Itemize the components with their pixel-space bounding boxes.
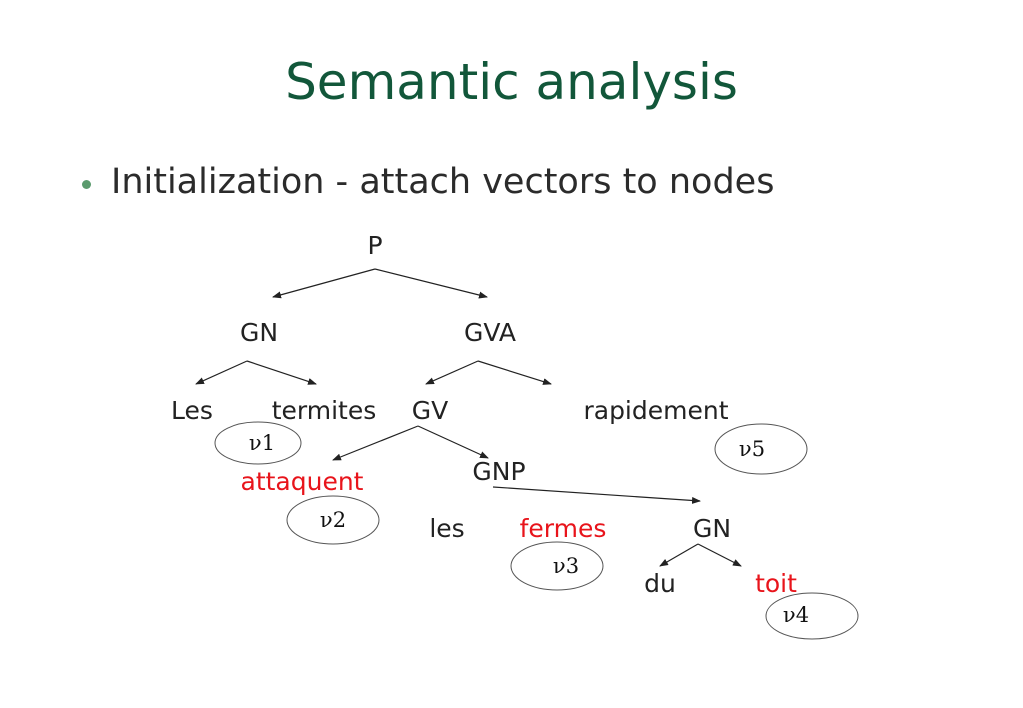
edge-gn-toit [697, 543, 742, 567]
vector-v2-ellipse [286, 495, 380, 545]
node-gn-subject: GN [240, 318, 278, 347]
edge-gv-gnp [417, 425, 489, 459]
vector-v2-label: ν2 [320, 508, 346, 532]
node-gva: GVA [464, 318, 516, 347]
edge-p-gva [374, 268, 488, 299]
node-termites: termites [272, 396, 377, 425]
vector-v1: ν1 [214, 421, 302, 465]
vector-v5: ν5 [714, 423, 808, 475]
edge-p-gn [272, 268, 376, 299]
bullet-text: Initialization - attach vectors to nodes [111, 162, 775, 202]
bullet-item: Initialization - attach vectors to nodes [82, 160, 774, 204]
vector-v4-ellipse [765, 592, 859, 640]
vector-v3: ν3 [510, 541, 604, 591]
node-fermes: fermes [520, 514, 607, 543]
edge-gn-termites [246, 360, 317, 385]
vector-v5-label: ν5 [739, 437, 765, 461]
vector-v4-label: ν4 [783, 603, 809, 627]
vector-v3-ellipse [510, 541, 604, 591]
node-toit: toit [755, 569, 797, 598]
slide-title: Semantic analysis [285, 53, 738, 111]
vector-v4: ν4 [765, 592, 859, 640]
vector-v3-label: ν3 [553, 554, 579, 578]
bullet-dot-icon [82, 179, 91, 189]
node-p: P [367, 231, 382, 260]
node-attaquent: attaquent [241, 467, 364, 496]
edge-gnp-gn [492, 486, 701, 504]
vector-v1-label: ν1 [249, 431, 275, 455]
vector-v5-ellipse [714, 423, 808, 475]
edge-gva-gv [425, 360, 479, 385]
node-du: du [644, 569, 676, 598]
node-gnp: GNP [472, 457, 525, 486]
node-gn-object: GN [693, 514, 731, 543]
edge-gv-attaquent [332, 425, 419, 461]
node-rapidement: rapidement [583, 396, 728, 425]
edge-gn-les [195, 360, 248, 385]
vector-v1-ellipse [214, 421, 302, 465]
vector-v2: ν2 [286, 495, 380, 545]
node-gv: GV [412, 396, 448, 425]
edge-gva-rapidement [477, 360, 552, 385]
edge-gn-du [659, 543, 699, 567]
node-les-1: Les [171, 396, 213, 425]
node-les-2: les [429, 514, 464, 543]
